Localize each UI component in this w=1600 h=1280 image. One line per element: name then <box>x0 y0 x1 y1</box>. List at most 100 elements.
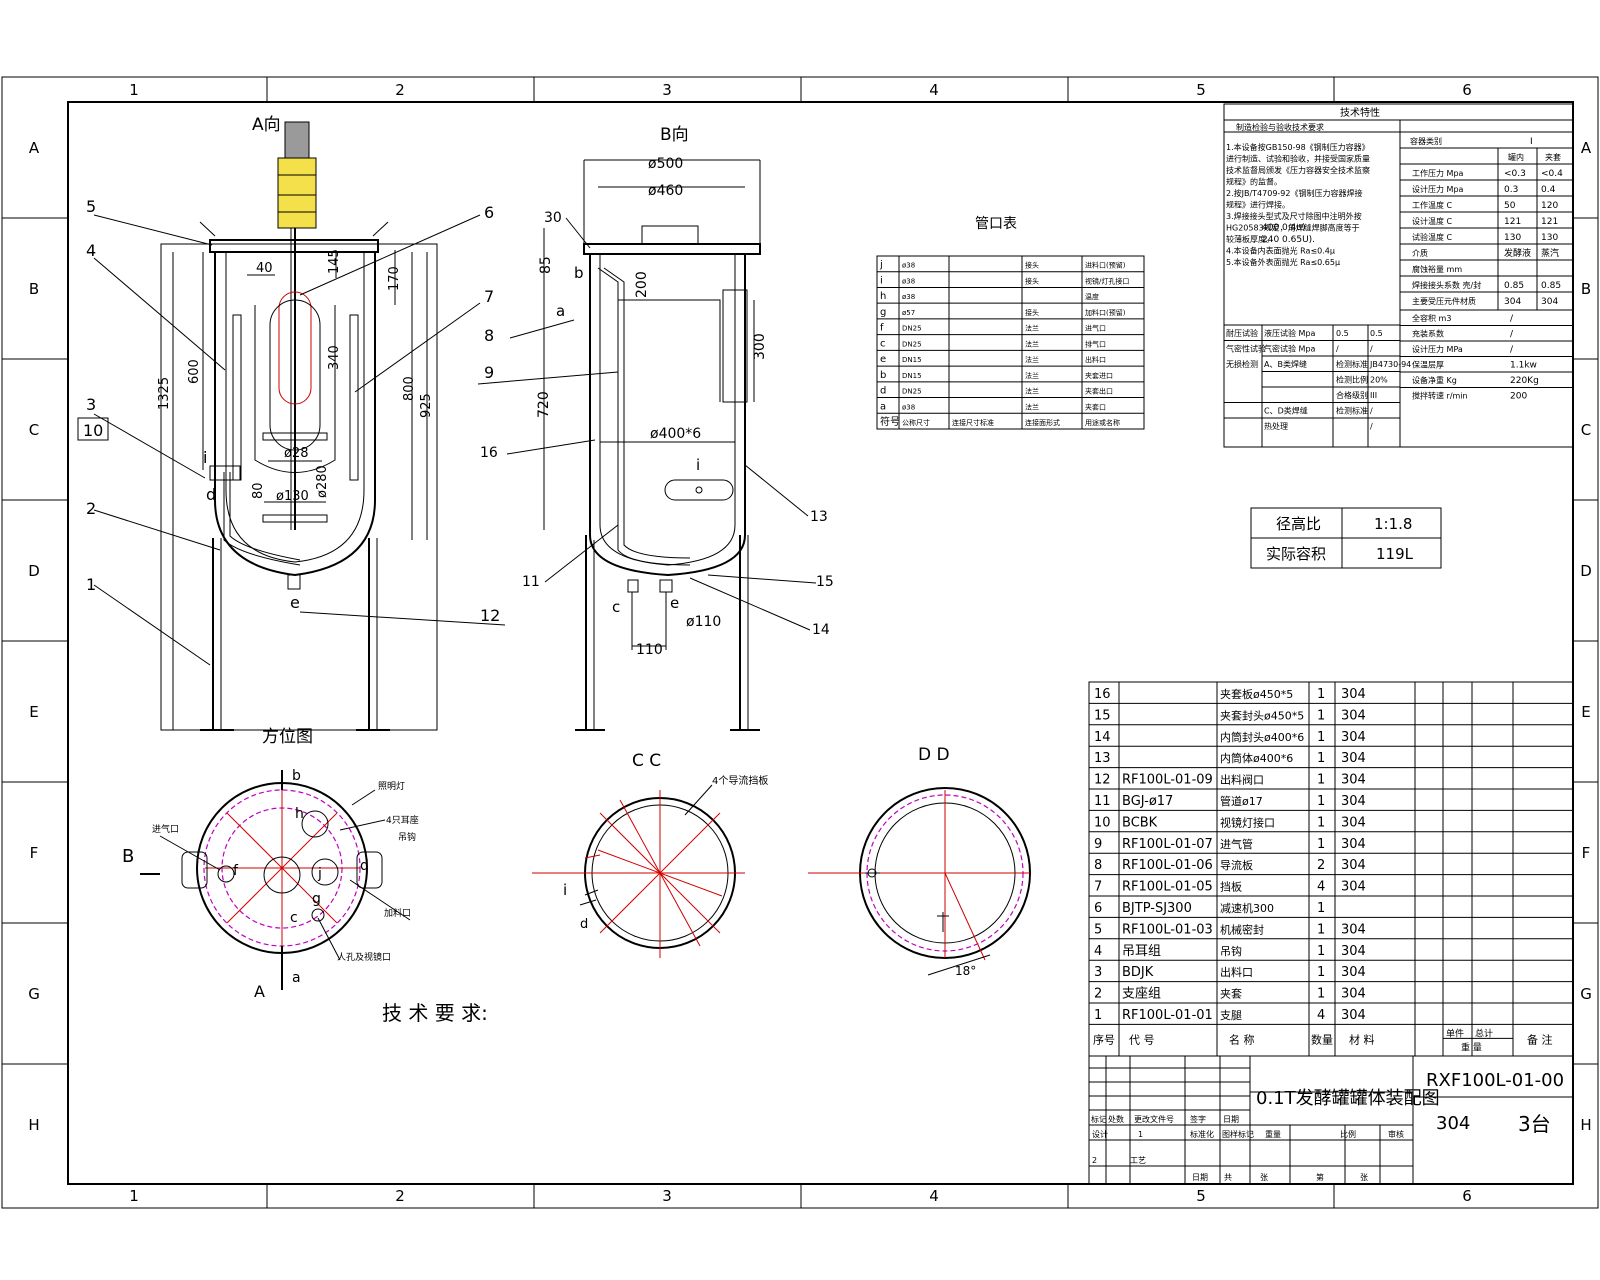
bom-cell: 7 <box>1094 880 1102 895</box>
bom-cell: BGJ-ø17 <box>1122 794 1173 809</box>
bom-cell: 机械密封 <box>1220 922 1264 936</box>
view-a-title: A向 <box>252 115 281 135</box>
spec-note-extra: 240 0.65U). <box>1262 235 1315 245</box>
spec-cell: 304 <box>1541 297 1558 307</box>
col-label-bottom: 6 <box>1462 1187 1472 1205</box>
bom-cell: 16 <box>1094 687 1111 702</box>
bom-cell: 3 <box>1094 965 1102 980</box>
bom-cell: BCBK <box>1122 815 1158 830</box>
row-label-left: C <box>29 421 39 439</box>
balloon: 7 <box>484 287 494 306</box>
col-label-top: 2 <box>395 81 405 99</box>
title-block: 0.1T发酵罐罐体装配图 RXF100L-01-00 304 3台 标记处数更改… <box>1088 1055 1574 1185</box>
drawing-number: RXF100L-01-00 <box>1426 1070 1564 1091</box>
nozzle-cell: 法兰 <box>1025 339 1039 348</box>
nozzle-cell: 进气口 <box>1085 324 1106 333</box>
bom-cell: 1 <box>1317 987 1325 1002</box>
nozzle-table-title: 管口表 <box>975 216 1017 232</box>
row-label-left: B <box>29 280 39 298</box>
spec-cell: 充装系数 <box>1412 329 1444 339</box>
bom-cell: 支腿 <box>1220 1009 1242 1022</box>
balloon: 2 <box>86 499 96 518</box>
col-label-bottom: 1 <box>129 1187 139 1205</box>
bom-cell: 5 <box>1094 922 1102 937</box>
bom-cell: 304 <box>1341 880 1366 895</box>
title-label: 共 <box>1224 1173 1232 1182</box>
row-label-left: H <box>28 1116 39 1134</box>
bom-cell: 304 <box>1341 987 1366 1002</box>
spec-note: 较薄板厚度。 <box>1226 234 1274 244</box>
bom-cell: 夹套封头ø450*5 <box>1220 708 1304 722</box>
dim-text: 170 <box>387 266 402 291</box>
nozzle-cell: 用途或名称 <box>1085 418 1120 427</box>
bom-cell: 6 <box>1094 901 1102 916</box>
bom-cell: BDJK <box>1122 965 1154 980</box>
bom-cell: 4 <box>1094 944 1102 959</box>
nozzle-cell: DN25 <box>902 340 922 348</box>
bom-cell: 1 <box>1317 837 1325 852</box>
row-label-left: E <box>29 703 38 721</box>
nozzle-cell: 法兰 <box>1025 387 1039 396</box>
bom-cell: 1 <box>1317 794 1325 809</box>
section-dd-title: D D <box>918 745 950 765</box>
spec-test-cell: 气密试验 Mpa <box>1264 344 1316 354</box>
nozzle-label: e <box>290 593 300 612</box>
spec-cell: 主要受压元件材质 <box>1412 296 1476 306</box>
balloon: 5 <box>86 197 96 216</box>
spec-cell: 试验温度 C <box>1412 232 1453 242</box>
col-label-bottom: 5 <box>1196 1187 1206 1205</box>
bom-cell: 8 <box>1094 858 1102 873</box>
orient-label: j <box>317 866 322 882</box>
spec-cell: 130 <box>1504 233 1521 243</box>
balloon: 11 <box>522 574 540 590</box>
spec-test-cell: 检测标准 <box>1336 406 1368 416</box>
spec-note: 技术监督局颁发《压力容器安全技术监察 <box>1226 165 1370 175</box>
bom-cell: 9 <box>1094 837 1102 852</box>
dim-text: 600 <box>187 359 202 384</box>
spec-cell: 全容积 m3 <box>1412 313 1451 323</box>
spec-note: 进行制造、试验和验收，并接受国家质量 <box>1226 154 1370 164</box>
spec-test-cell: 0.5 <box>1370 329 1383 338</box>
bom-cell: 304 <box>1341 773 1366 788</box>
nozzle-cell: a <box>880 401 886 412</box>
nozzle-cell: 进料口(预留) <box>1085 261 1126 270</box>
bom-cell: 4 <box>1317 880 1325 895</box>
spec-cell: 120 <box>1541 201 1558 211</box>
title-label: 工艺 <box>1130 1156 1146 1165</box>
nozzle-cell: ø38 <box>902 262 915 270</box>
cc-note: 4个导流挡板 <box>712 774 768 787</box>
bom-cell: 10 <box>1094 815 1111 830</box>
bom-cell: 12 <box>1094 773 1111 788</box>
title-label: 2 <box>1092 1156 1097 1165</box>
spec-cell: 发酵液 <box>1504 247 1531 259</box>
nozzle-cell: 夹套口 <box>1085 402 1106 411</box>
nozzle-cell: 夹套进口 <box>1085 371 1113 380</box>
nozzle-cell: 接头 <box>1025 308 1039 317</box>
bom-cell: 4 <box>1317 1008 1325 1023</box>
bom-cell: BJTP-SJ300 <box>1122 901 1192 916</box>
bom-cell: RF100L-01-06 <box>1122 858 1213 873</box>
spec-cell: 50 <box>1504 201 1516 211</box>
dim-text: 925 <box>419 393 434 418</box>
spec-note-extra: 400 0.4u) <box>1262 223 1306 233</box>
spec-note: 规程》的监督。 <box>1226 177 1282 187</box>
dim-text: 200 <box>634 271 650 298</box>
spec-test-cell: III <box>1370 391 1377 400</box>
spec-cell: 焊接接头系数 壳/封 <box>1412 280 1481 290</box>
bom-cell: 管道ø17 <box>1220 794 1263 808</box>
spec-cell: 200 <box>1510 392 1527 402</box>
col-label-bottom: 4 <box>929 1187 939 1205</box>
col-label-top: 6 <box>1462 81 1472 99</box>
bom-cell: 1 <box>1317 687 1325 702</box>
spec-test-cell: 合格级别 <box>1336 390 1368 400</box>
nozzle-label: d <box>206 485 216 504</box>
motor <box>284 121 310 159</box>
nozzle-cell: DN25 <box>902 388 922 396</box>
spec-cell: 304 <box>1504 297 1521 307</box>
bom-cell: 夹套 <box>1220 988 1242 1001</box>
title-label: 日期 <box>1223 1115 1239 1124</box>
nozzle-cell: ø57 <box>902 309 915 317</box>
